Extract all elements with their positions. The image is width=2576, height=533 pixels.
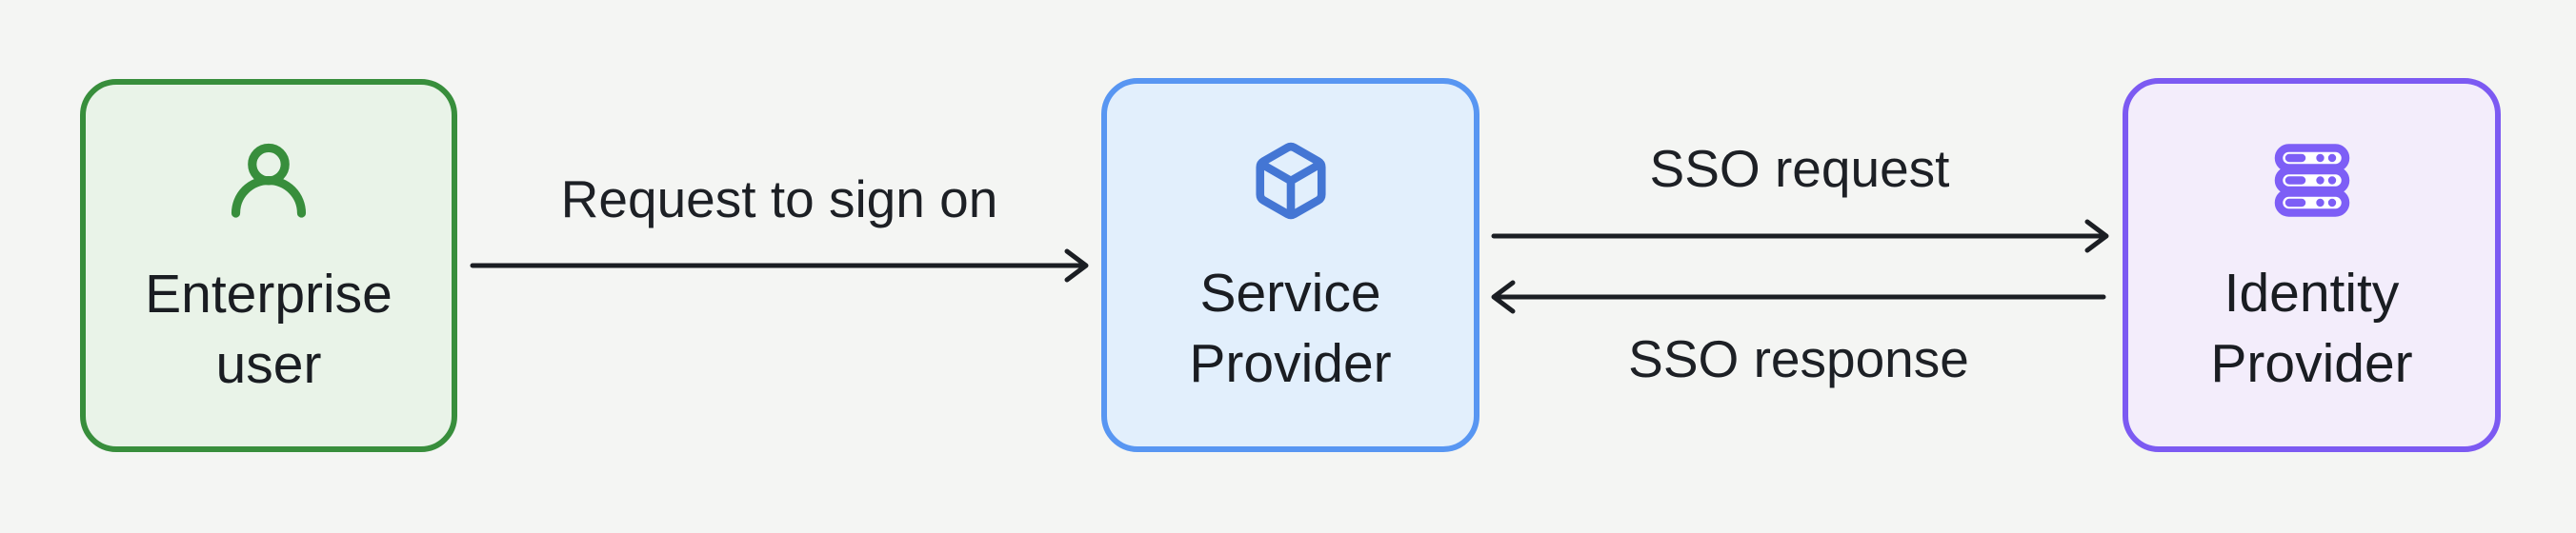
node-label-identity-provider: Identity Provider: [2128, 258, 2495, 399]
node-label-line: user: [215, 334, 322, 395]
node-label-line: Provider: [2210, 333, 2413, 394]
node-label-enterprise-user: Enterprise user: [86, 259, 452, 400]
arrow-sso-response: [1491, 280, 2106, 314]
node-enterprise-user: Enterprise user: [80, 79, 457, 452]
server-stack-icon: [2270, 143, 2354, 219]
node-identity-provider: Identity Provider: [2123, 78, 2501, 452]
edge-label-sso-request: SSO request: [1649, 139, 1950, 198]
node-label-line: Identity: [2224, 263, 2400, 324]
arrow-request-to-sign-on: [470, 248, 1089, 283]
node-label-line: Enterprise: [145, 264, 392, 325]
edge-label-request-to-sign-on: Request to sign on: [560, 169, 998, 228]
node-label-line: Provider: [1189, 333, 1392, 394]
arrow-sso-request: [1491, 219, 2109, 253]
user-icon: [227, 140, 311, 224]
node-service-provider: Service Provider: [1101, 78, 1479, 452]
edge-label-sso-response: SSO response: [1628, 329, 1969, 388]
node-label-service-provider: Service Provider: [1107, 258, 1474, 399]
cube-icon: [1250, 139, 1332, 223]
node-label-line: Service: [1199, 263, 1381, 324]
